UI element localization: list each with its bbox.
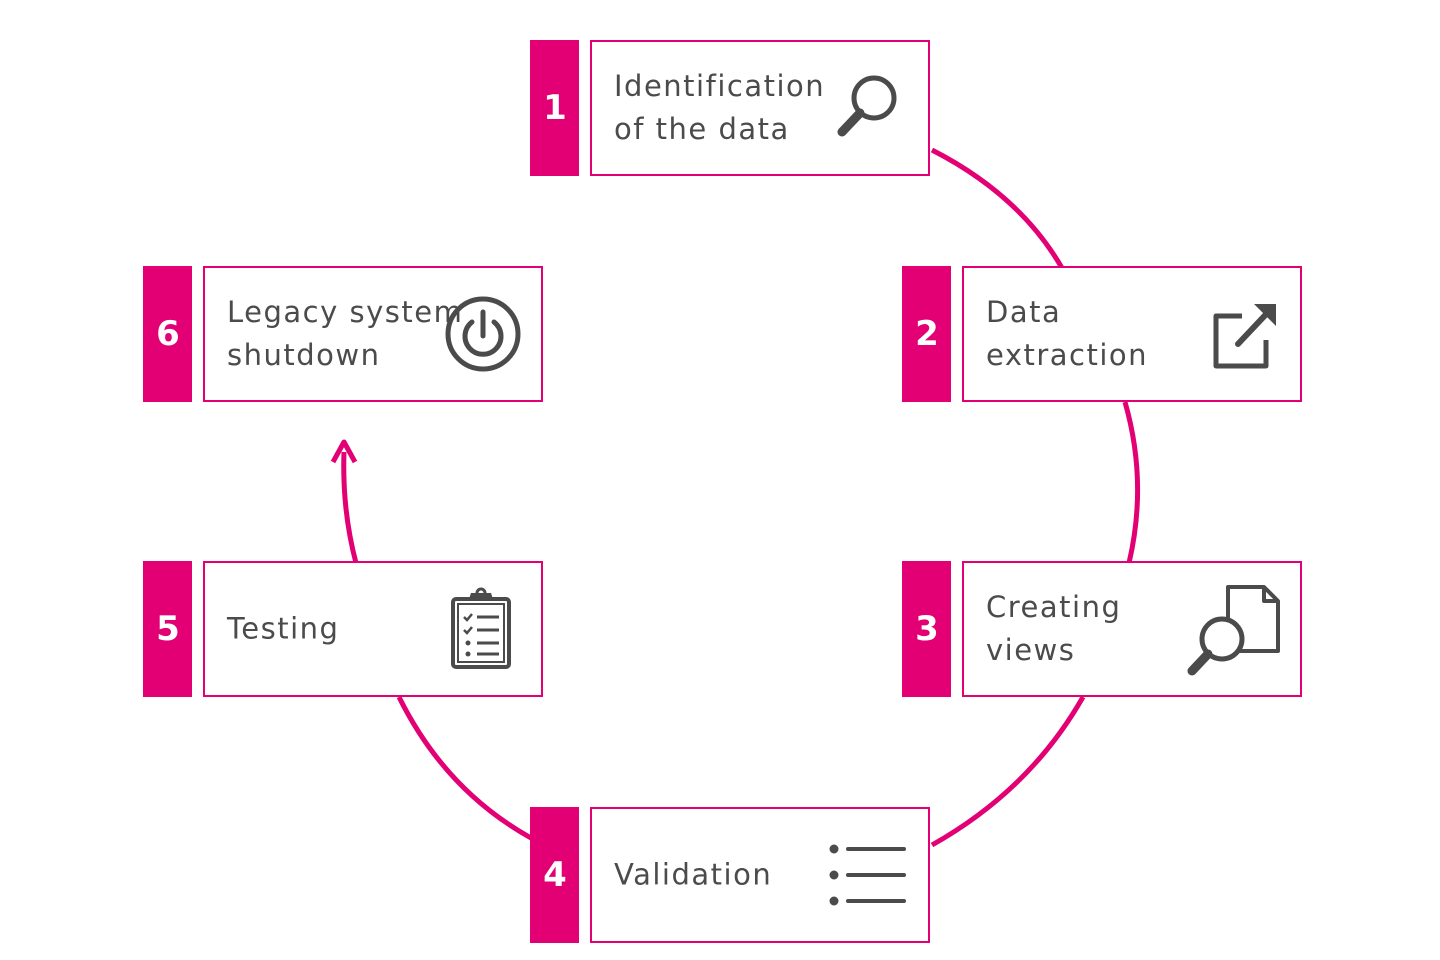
step-1-label-line-2: of the data xyxy=(614,112,790,146)
step-2-label-line-2: extraction xyxy=(986,338,1149,372)
step-6: 6 Legacy system shutdown xyxy=(143,266,545,402)
step-6-number: 6 xyxy=(143,266,192,402)
step-2-label: Data extraction xyxy=(986,291,1148,377)
step-5: 5 Testing xyxy=(143,561,545,697)
step-2-number: 2 xyxy=(902,266,951,402)
step-4-number: 4 xyxy=(530,807,579,943)
step-1: 1 Identification of the data xyxy=(530,40,932,176)
clipboard-checklist-icon xyxy=(439,587,523,671)
connector-3-to-4 xyxy=(930,695,1086,848)
step-3: 3 Creating views xyxy=(902,561,1304,697)
connector-2-to-3 xyxy=(1122,401,1141,564)
step-4-label-line-1: Validation xyxy=(614,857,773,892)
step-3-label-line-2: views xyxy=(986,633,1076,667)
step-6-label-line-1: Legacy system xyxy=(227,295,464,329)
step-5-card: Testing xyxy=(203,561,543,697)
connector-4-to-5 xyxy=(396,695,533,841)
step-1-label-line-1: Identification xyxy=(614,69,826,103)
step-5-number: 5 xyxy=(143,561,192,697)
step-6-card: Legacy system shutdown xyxy=(203,266,543,402)
connector-5-to-6 xyxy=(341,451,359,564)
external-link-icon xyxy=(1198,292,1282,376)
magnifier-icon xyxy=(826,66,910,150)
step-5-label-line-1: Testing xyxy=(227,611,340,646)
step-4-label: Validation xyxy=(614,854,772,897)
step-1-card: Identification of the data xyxy=(590,40,930,176)
step-3-number: 3 xyxy=(902,561,951,697)
step-6-label-line-2: shutdown xyxy=(227,338,381,372)
arrowhead-to-step-6 xyxy=(330,439,358,464)
step-6-label: Legacy system shutdown xyxy=(227,291,463,377)
step-4-card: Validation xyxy=(590,807,930,943)
step-1-number: 1 xyxy=(530,40,579,176)
connector-1-to-2 xyxy=(930,147,1065,270)
step-5-label: Testing xyxy=(227,608,339,651)
step-3-label-line-1: Creating xyxy=(986,590,1122,624)
step-1-label: Identification of the data xyxy=(614,65,825,151)
step-2-card: Data extraction xyxy=(962,266,1302,402)
list-icon xyxy=(826,833,910,917)
power-icon xyxy=(441,292,525,376)
step-3-card: Creating views xyxy=(962,561,1302,697)
step-3-label: Creating views xyxy=(986,586,1121,672)
document-search-icon xyxy=(1184,581,1280,677)
step-4: 4 Validation xyxy=(530,807,932,943)
step-2-label-line-1: Data xyxy=(986,295,1062,329)
step-2: 2 Data extraction xyxy=(902,266,1304,402)
